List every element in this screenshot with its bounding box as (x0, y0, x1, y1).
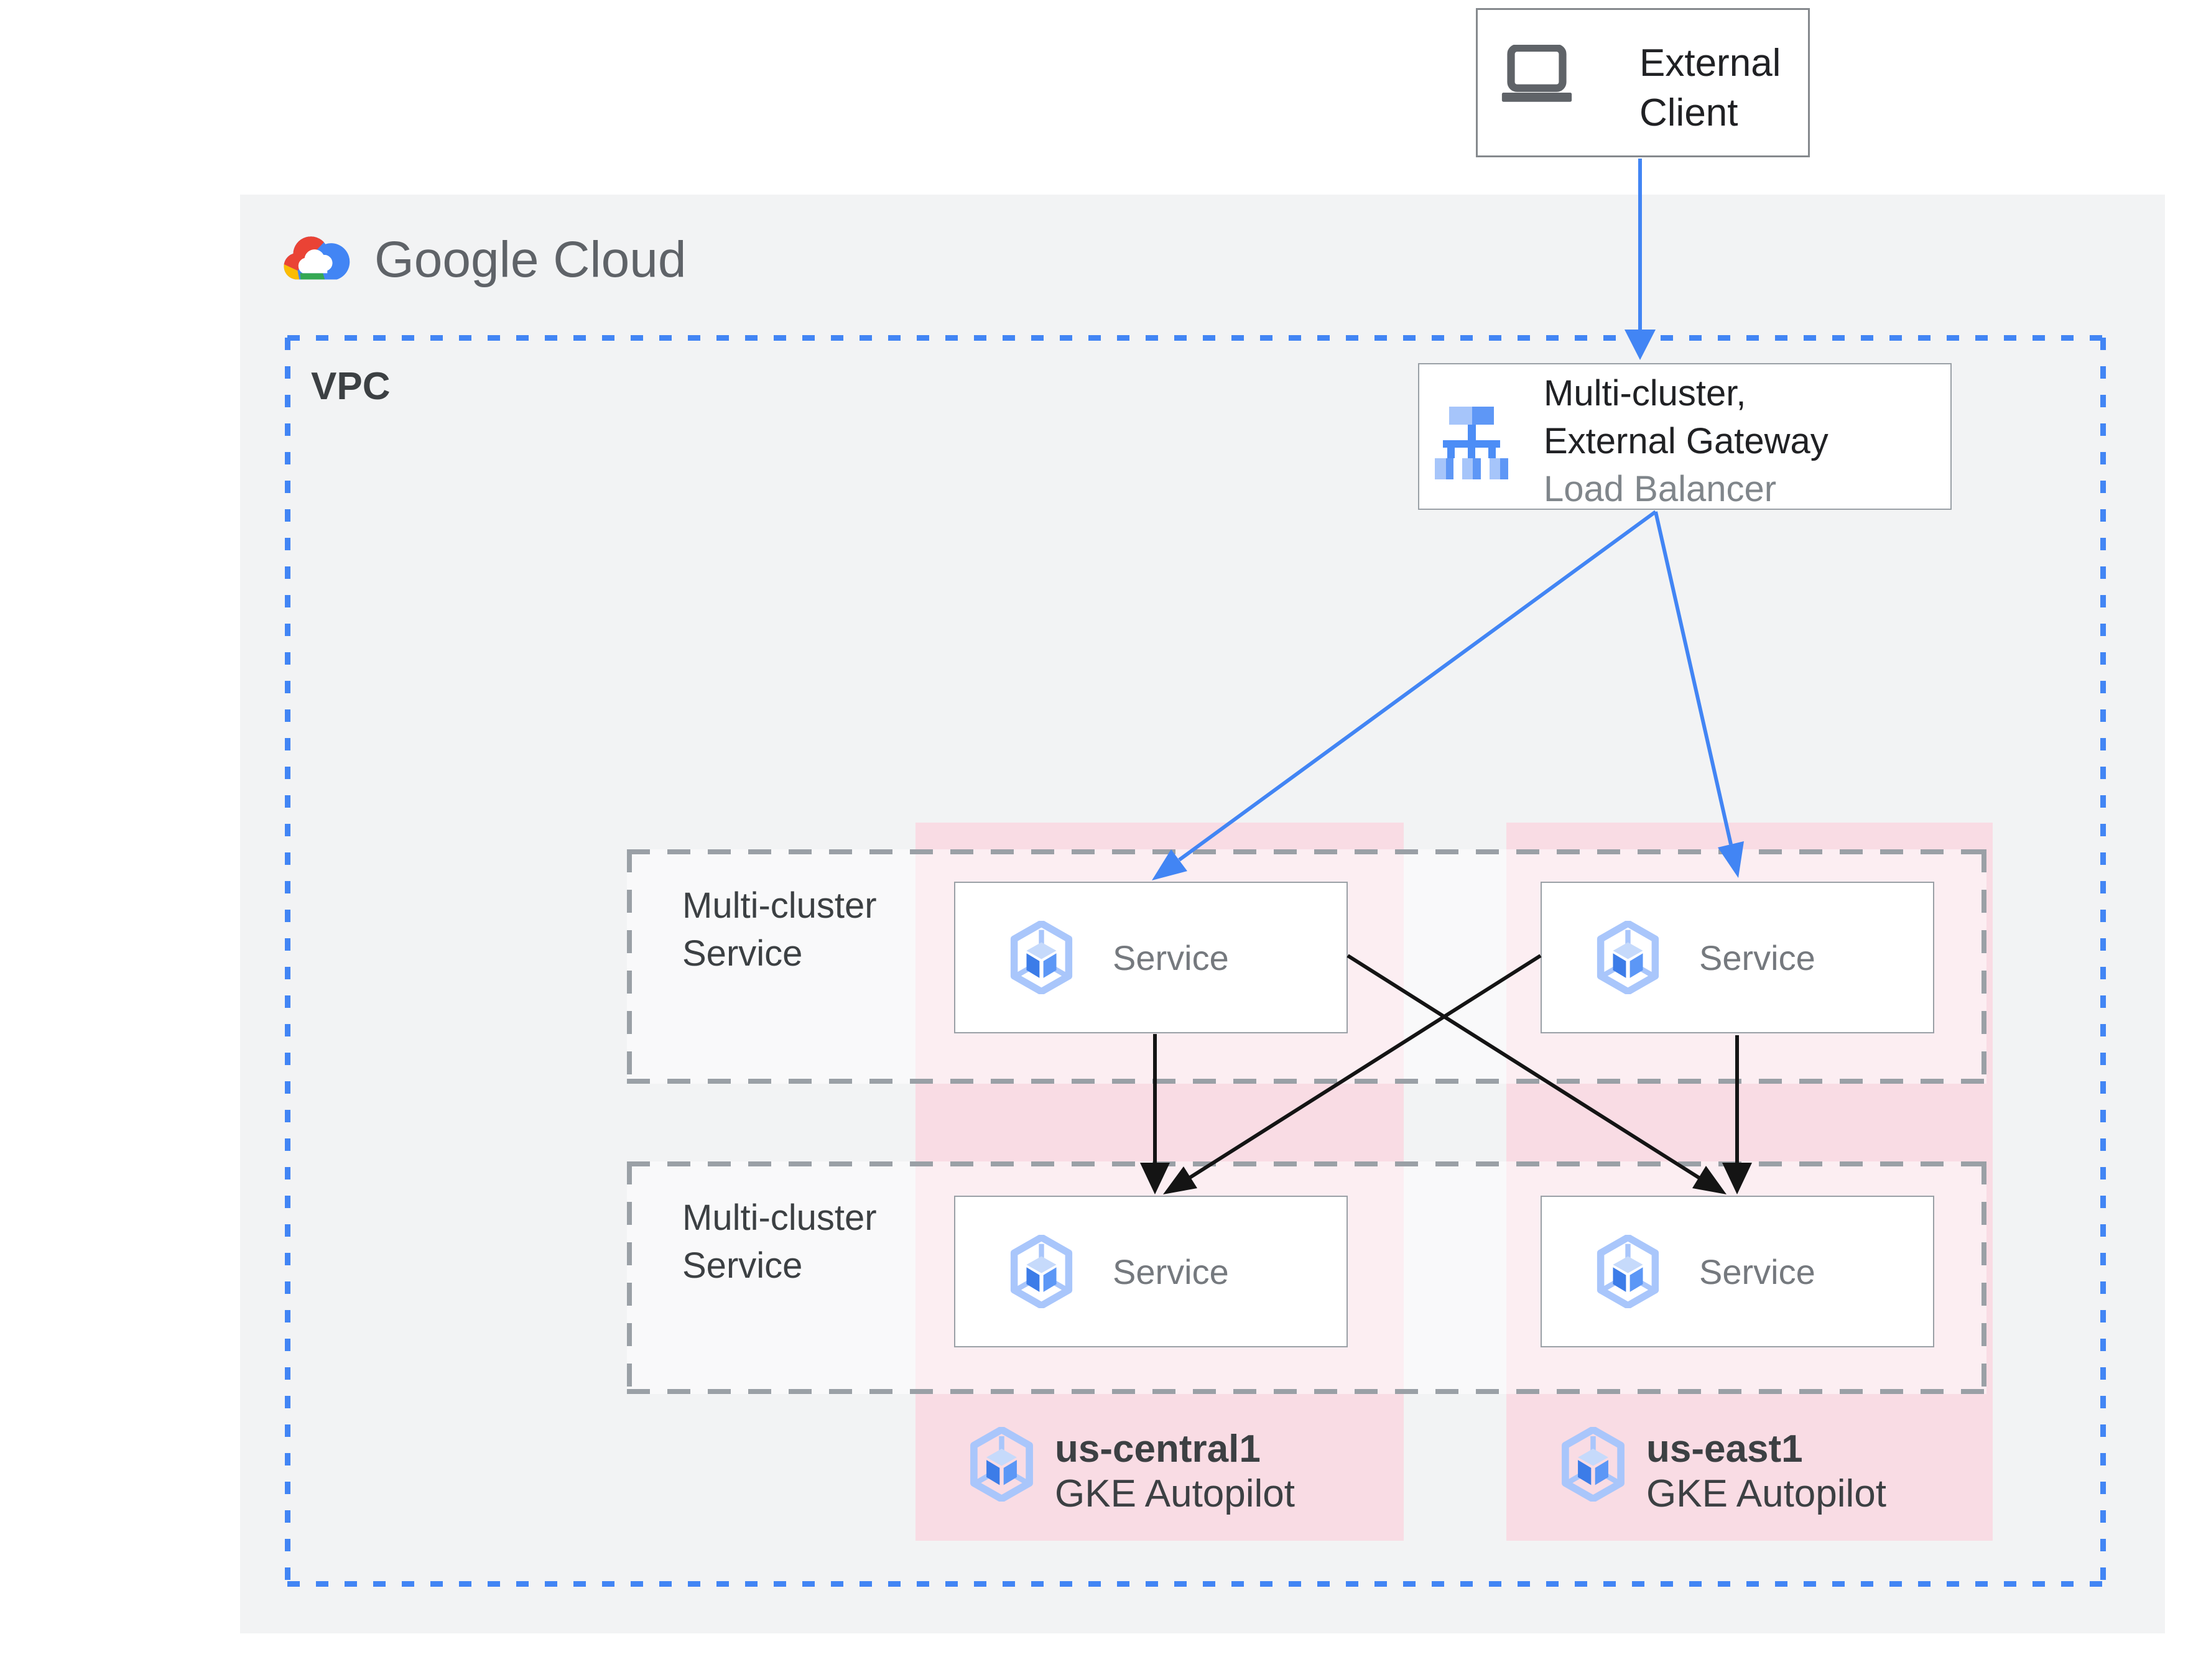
external-client-text: External Client (1639, 39, 1781, 138)
service-box-2: Service (1541, 882, 1934, 1033)
service-box-4: Service (1541, 1196, 1934, 1347)
mcs2-border-top (627, 1161, 1986, 1166)
mcs1-border-top (627, 849, 1986, 854)
load-balancer-box: Multi-cluster, External Gateway Load Bal… (1418, 363, 1952, 510)
vpc-border-top (287, 335, 2103, 341)
gke-service-icon (1009, 1235, 1074, 1308)
cluster-region-name: us-east1 (1646, 1428, 1803, 1470)
vpc-border-bottom (287, 1581, 2103, 1587)
service-label: Service (1699, 938, 1815, 977)
cluster-label-us-east1: us-east1 GKE Autopilot (1560, 1427, 1886, 1516)
vpc-border-left (285, 338, 290, 1584)
load-balancer-text: Multi-cluster, External Gateway Load Bal… (1544, 369, 1829, 513)
lb-title-line2: External Gateway (1544, 421, 1829, 461)
gke-service-icon (1595, 921, 1661, 994)
mcs1-label-line1: Multi-cluster (682, 885, 877, 926)
mcs2-border-right (1982, 1161, 1986, 1394)
google-cloud-logo: Google Cloud (279, 229, 686, 290)
mcs1-label-line2: Service (682, 933, 803, 974)
mcs1-border-right (1982, 849, 1986, 1084)
mcs2-border-bottom (627, 1389, 1986, 1394)
service-box-1: Service (954, 882, 1348, 1033)
gke-cluster-icon (1560, 1427, 1626, 1502)
load-balancer-icon (1435, 407, 1508, 479)
cluster-region-name: us-central1 (1055, 1428, 1261, 1470)
mcs1-label: Multi-cluster Service (682, 882, 877, 977)
mcs2-label-line1: Multi-cluster (682, 1198, 877, 1238)
vpc-border-right (2100, 338, 2106, 1584)
vpc-label: VPC (311, 365, 391, 408)
external-client-box: External Client (1476, 8, 1810, 157)
google-cloud-logo-text: Google Cloud (374, 231, 687, 288)
lb-title-line1: Multi-cluster, (1544, 373, 1746, 413)
cluster-product-name: GKE Autopilot (1055, 1472, 1296, 1515)
google-cloud-logo-icon (279, 229, 355, 290)
mcs2-border-left (627, 1161, 632, 1394)
lb-subtitle: Load Balancer (1544, 469, 1777, 509)
external-client-line1: External (1639, 42, 1781, 85)
mcs2-label-line2: Service (682, 1245, 803, 1286)
service-label: Service (1113, 938, 1229, 977)
laptop-icon (1499, 45, 1575, 106)
mcs1-border-left (627, 849, 632, 1084)
gke-service-icon (1595, 1235, 1661, 1308)
service-label: Service (1699, 1252, 1815, 1291)
gke-service-icon (1009, 921, 1074, 994)
external-client-line2: Client (1639, 91, 1738, 134)
cluster-product-name: GKE Autopilot (1646, 1472, 1887, 1515)
cluster-label-us-central1: us-central1 GKE Autopilot (968, 1427, 1295, 1516)
service-label: Service (1113, 1252, 1229, 1291)
mcs1-border-bottom (627, 1079, 1986, 1084)
service-box-3: Service (954, 1196, 1348, 1347)
gke-cluster-icon (968, 1427, 1035, 1502)
mcs2-label: Multi-cluster Service (682, 1194, 877, 1290)
